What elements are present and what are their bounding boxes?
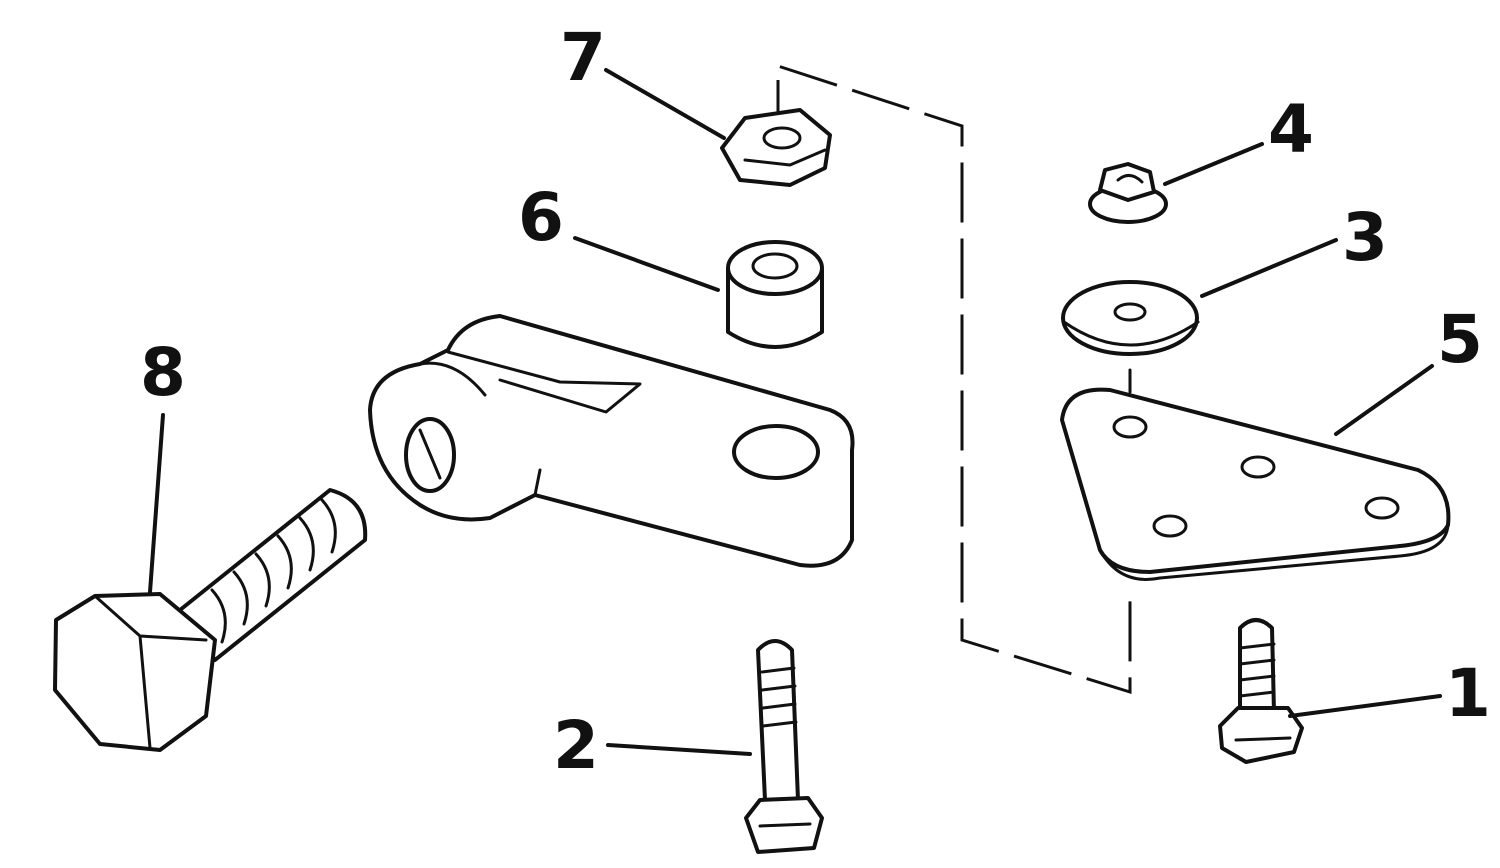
leader-line-1 (1288, 694, 1442, 718)
part-8-large-bolt (53, 488, 368, 752)
part-5-triangular-plate (1060, 387, 1451, 581)
callout-7: 7 (560, 19, 606, 96)
part-1-bolt (1218, 618, 1304, 764)
part-3-washer (1061, 280, 1200, 356)
callout-8: 8 (140, 334, 186, 411)
leader-line-4 (1163, 142, 1264, 186)
callout-1: 1 (1445, 655, 1491, 732)
leader-line-6 (573, 236, 720, 292)
leader-line-2 (606, 743, 752, 756)
part-7-hex-nut (720, 108, 832, 187)
callout-2: 2 (553, 707, 599, 784)
leader-line-7 (604, 68, 726, 140)
callout-3: 3 (1342, 199, 1388, 276)
tiller-arm (368, 314, 855, 568)
leader-line-3 (1200, 238, 1338, 298)
leader-line-5 (1334, 364, 1434, 436)
callout-5: 5 (1437, 301, 1483, 378)
part-4-flange-nut (1088, 162, 1168, 224)
callout-6: 6 (518, 179, 564, 256)
assembly-dashed-line (776, 63, 1132, 695)
part-2-small-bolt (744, 639, 824, 854)
leader-line-8 (148, 413, 165, 594)
callout-4: 4 (1268, 91, 1314, 168)
part-6-bushing (726, 240, 824, 349)
